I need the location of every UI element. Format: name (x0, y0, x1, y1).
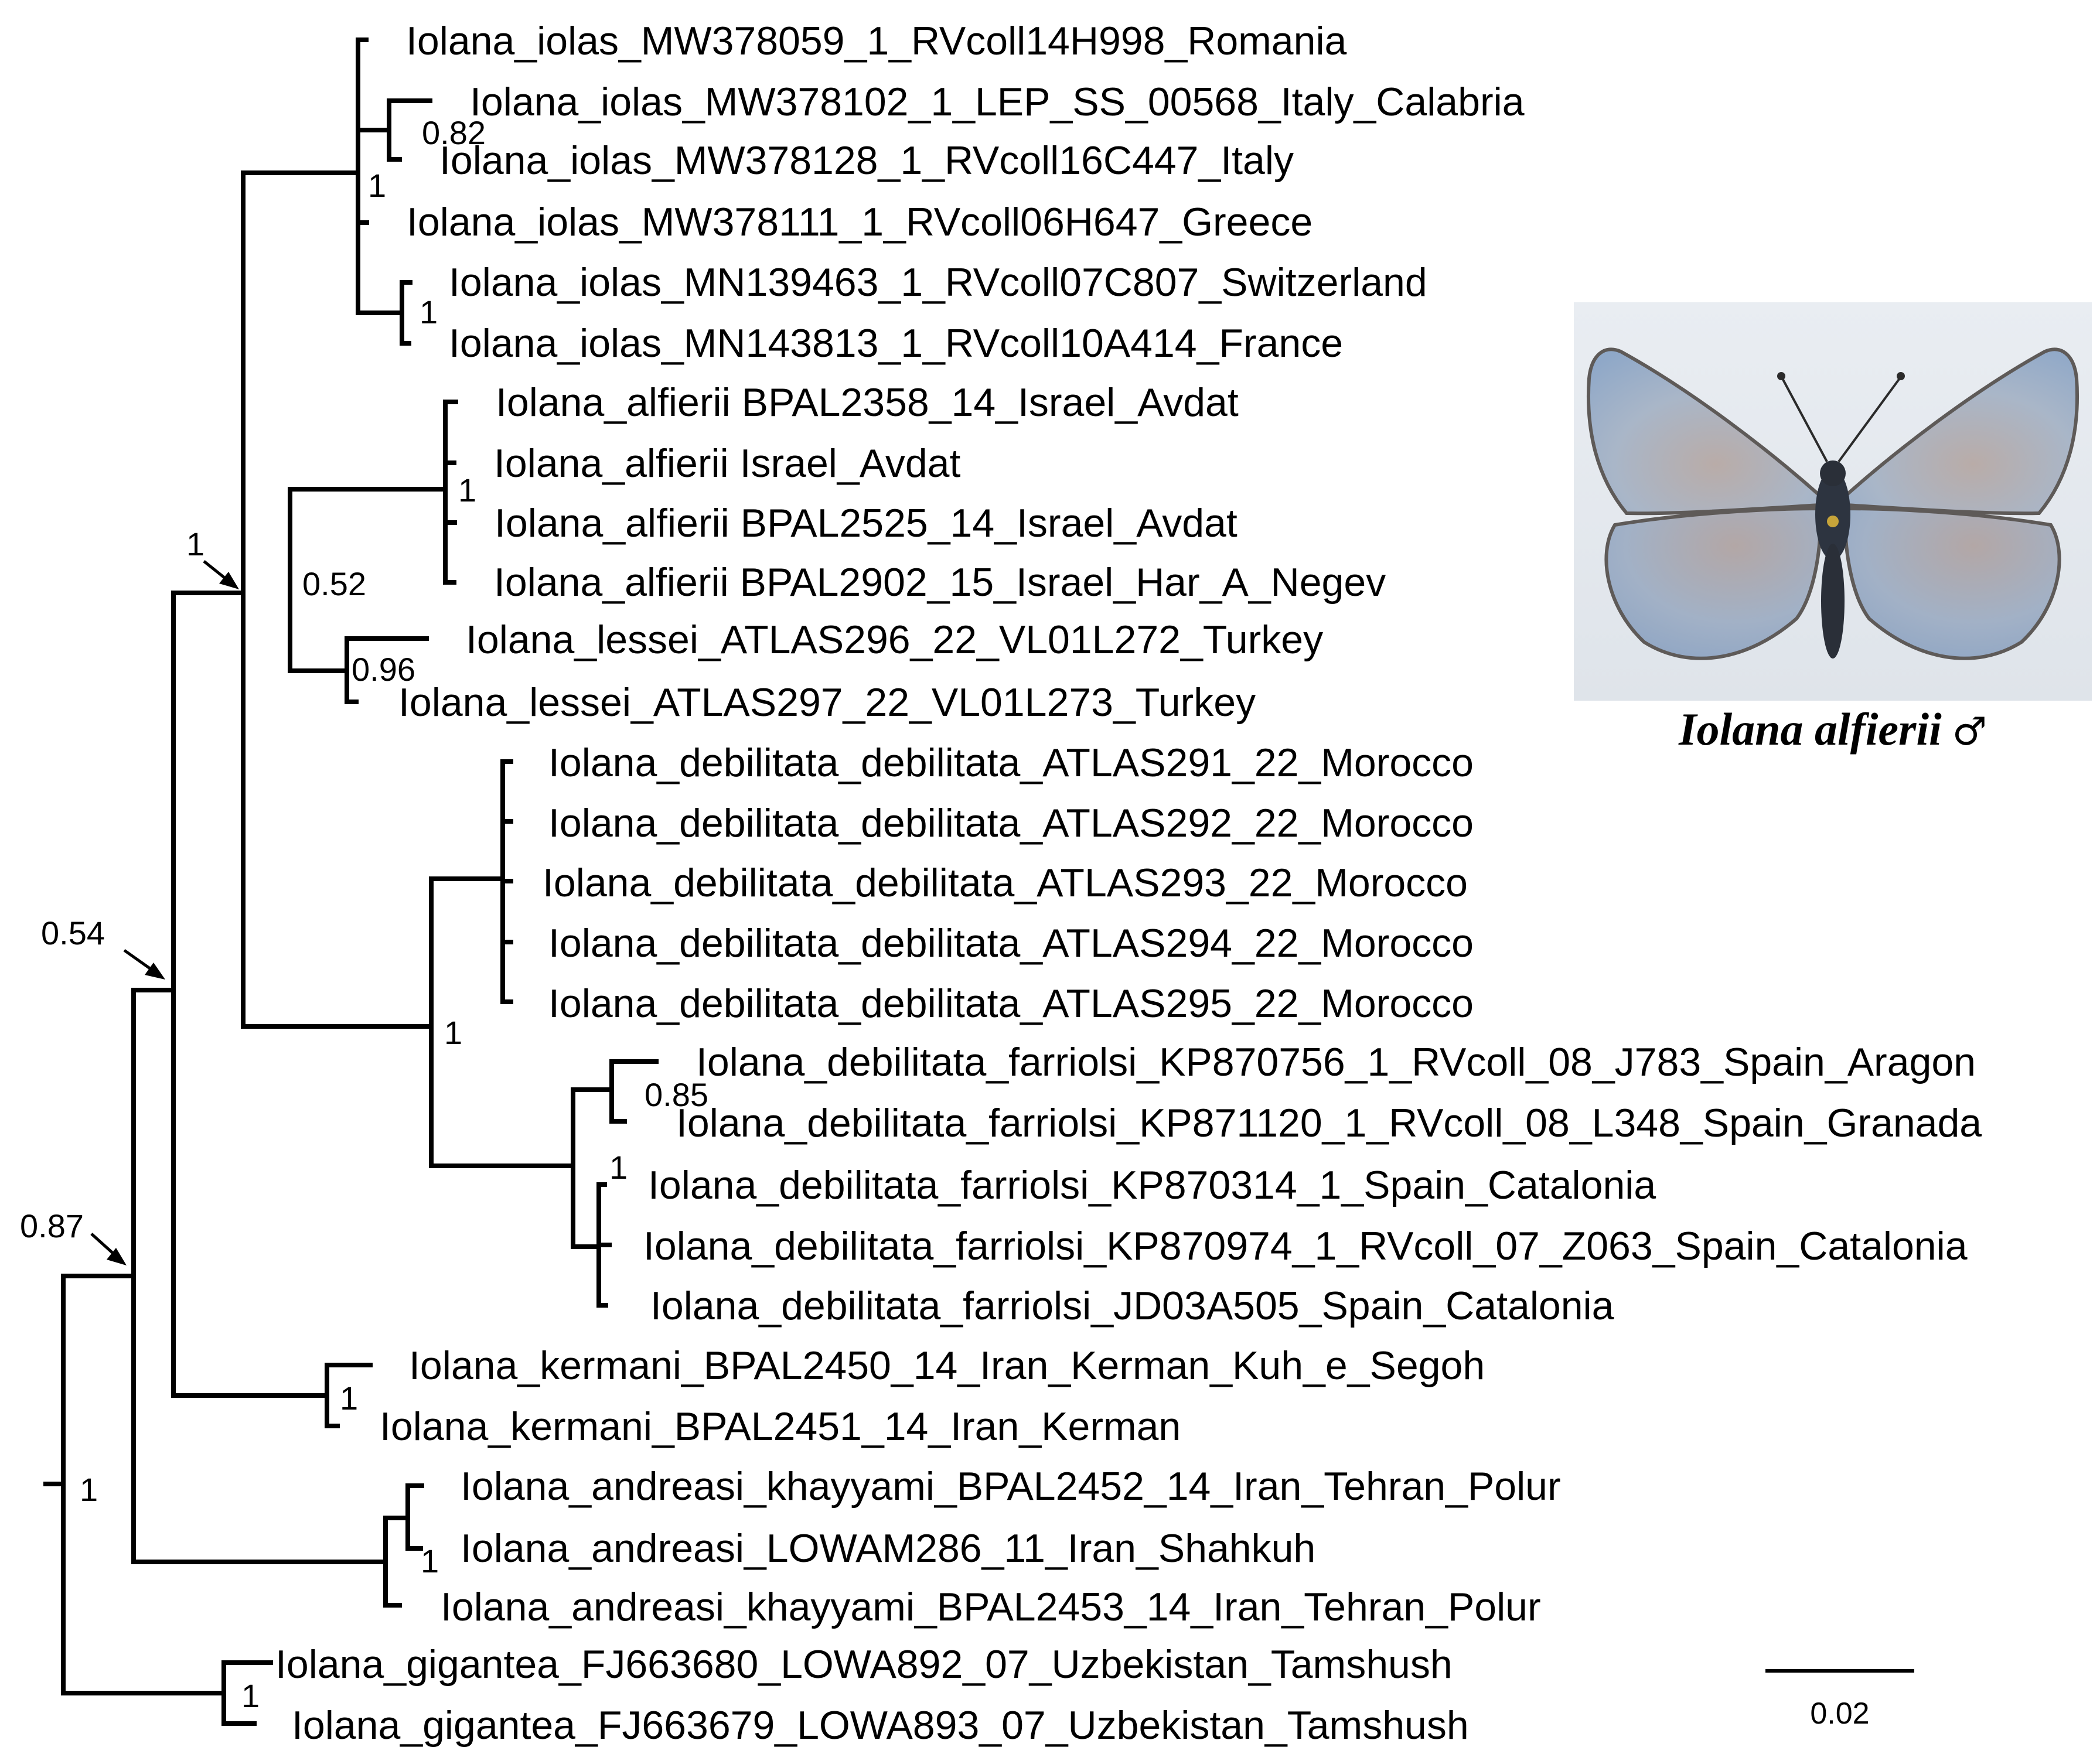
tip-label: Iolana_debilitata_debilitata_ATLAS294_22… (548, 921, 1474, 965)
tip-label: Iolana_lessei_ATLAS296_22_VL01L272_Turke… (466, 617, 1323, 662)
tip-label: Iolana_alfierii Israel_Avdat (494, 441, 960, 486)
support-value: 1 (340, 1380, 358, 1417)
left-hindwing (1604, 506, 1822, 660)
support-value: 0.96 (352, 651, 415, 688)
butterfly-wings (1586, 347, 2079, 660)
thorax (1815, 469, 1850, 560)
butterfly-body (1777, 372, 1905, 658)
arrow-head (145, 963, 165, 980)
tip-label: Iolana_iolas_MW378102_1_LEP_SS_00568_Ita… (470, 80, 1525, 124)
node-arrows (90, 560, 239, 1265)
tip-label: Iolana_lessei_ATLAS297_22_VL01L273_Turke… (398, 680, 1256, 725)
right-antenna-club (1897, 372, 1905, 380)
support-value: 1 (368, 167, 386, 204)
tip-label: Iolana_debilitata_farriolsi_KP870974_1_R… (643, 1224, 1968, 1268)
tip-label: Iolana_alfierii BPAL2902_15_Israel_Har_A… (494, 560, 1386, 605)
arrow-head (107, 1248, 127, 1265)
left-antenna-club (1777, 372, 1785, 380)
tip-label: Iolana_debilitata_farriolsi_JD03A505_Spa… (650, 1284, 1614, 1328)
tip-label: Iolana_iolas_MN139463_1_RVcoll07C807_Swi… (449, 260, 1427, 305)
abdomen (1821, 544, 1845, 658)
butterfly-photo (1574, 302, 2092, 701)
head (1820, 460, 1846, 486)
left-forewing (1586, 347, 1822, 516)
right-hindwing (1843, 506, 2061, 660)
tip-label: Iolana_alfierii BPAL2358_14_Israel_Avdat (496, 380, 1239, 425)
right-forewing (1844, 347, 2079, 516)
tip-label: Iolana_gigantea_FJ663680_LOWA892_07_Uzbe… (275, 1642, 1453, 1687)
thorax-spot (1827, 516, 1839, 527)
tip-label: Iolana_kermani_BPAL2451_14_Iran_Kerman (380, 1404, 1181, 1449)
scale-bar-label: 0.02 (1810, 1697, 1869, 1731)
tip-label: Iolana_andreasi_khayyami_BPAL2453_14_Ira… (441, 1585, 1541, 1629)
tip-label: Iolana_debilitata_debilitata_ATLAS293_22… (543, 861, 1468, 905)
support-value: 1 (458, 472, 476, 509)
right-antenna (1838, 377, 1901, 463)
tip-label: Iolana_debilitata_farriolsi_KP870756_1_R… (696, 1040, 1976, 1084)
left-antenna (1781, 378, 1828, 462)
male-symbol: ♂ (1952, 709, 1987, 754)
support-value: 0.82 (422, 114, 486, 151)
tree-branches (43, 37, 659, 1726)
arrow (123, 948, 154, 972)
support-value: 1 (241, 1677, 260, 1714)
photo-caption: Iolana alfierii♂ (1574, 703, 2092, 756)
support-value: 1 (186, 526, 204, 562)
tip-label: Iolana_iolas_MW378059_1_RVcoll14H998_Rom… (406, 19, 1347, 63)
tip-label: Iolana_alfierii BPAL2525_14_Israel_Avdat (495, 501, 1238, 545)
tip-label: Iolana_gigantea_FJ663679_LOWA893_07_Uzbe… (292, 1703, 1469, 1748)
support-value: 0.85 (645, 1076, 708, 1113)
tip-labels: Iolana_iolas_MW378059_1_RVcoll14H998_Rom… (275, 19, 1982, 1748)
arrow (203, 560, 229, 581)
tip-label: Iolana_debilitata_farriolsi_KP870314_1_S… (648, 1163, 1656, 1207)
arrow (90, 1233, 116, 1256)
species-name: Iolana alfierii (1679, 704, 1942, 755)
support-values: 1 0.87 0.54 1 0.52 1 0.82 1 1 0.96 1 1 0… (20, 114, 708, 1714)
tip-label: Iolana_iolas_MW378128_1_RVcoll16C447_Ita… (439, 138, 1294, 183)
support-value: 1 (80, 1471, 98, 1508)
tip-label: Iolana_andreasi_LOWAM286_11_Iran_Shahkuh (461, 1526, 1315, 1571)
support-value: 0.52 (302, 565, 366, 602)
butterfly-illustration (1586, 347, 2079, 660)
tip-label: Iolana_debilitata_debilitata_ATLAS291_22… (548, 741, 1474, 785)
tip-label: Iolana_andreasi_khayyami_BPAL2452_14_Ira… (461, 1464, 1561, 1509)
support-value: 1 (420, 294, 438, 330)
tip-label: Iolana_debilitata_debilitata_ATLAS292_22… (548, 801, 1474, 845)
scale-bar: 0.02 (1765, 1669, 1914, 1731)
support-value: 1 (444, 1014, 462, 1051)
tip-label: Iolana_iolas_MN143813_1_RVcoll10A414_Fra… (449, 321, 1343, 366)
tip-label: Iolana_iolas_MW378111_1_RVcoll06H647_Gre… (407, 200, 1312, 244)
support-value: 1 (421, 1543, 439, 1579)
tip-label: Iolana_kermani_BPAL2450_14_Iran_Kerman_K… (409, 1343, 1485, 1388)
support-value: 1 (609, 1149, 628, 1186)
support-value: 0.54 (41, 915, 105, 951)
tip-label: Iolana_debilitata_debilitata_ATLAS295_22… (548, 981, 1474, 1026)
support-value: 0.87 (20, 1207, 84, 1244)
tip-label: Iolana_debilitata_farriolsi_KP871120_1_R… (676, 1101, 1982, 1145)
arrow-head (219, 572, 239, 589)
